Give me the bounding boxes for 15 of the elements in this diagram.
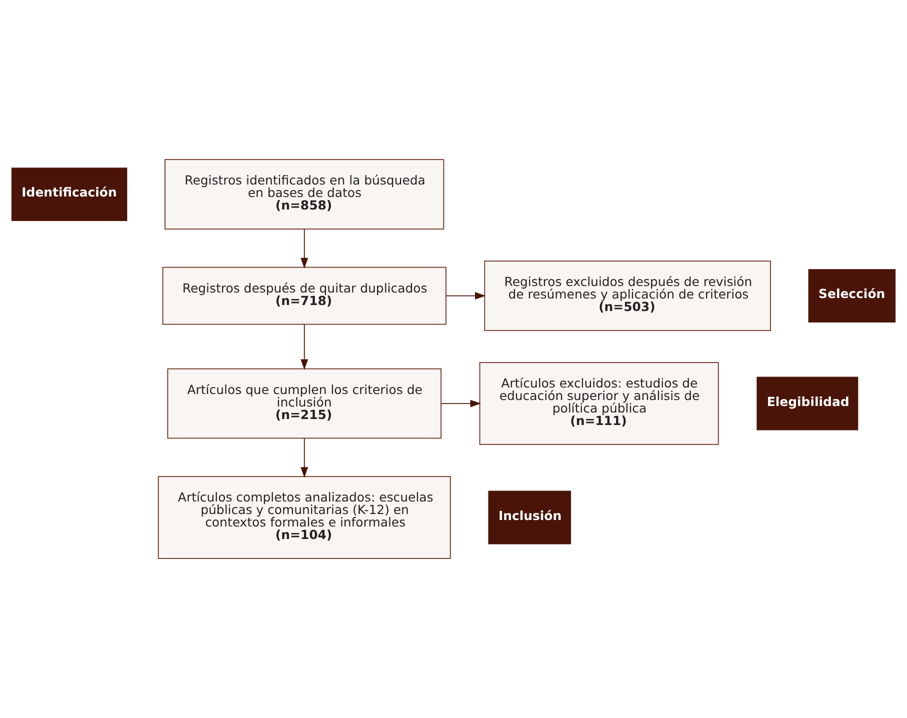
arrow xyxy=(300,438,308,478)
node-box: Registros después de quitar duplicados (n=718) xyxy=(162,266,446,325)
node-box: Elegibilidad xyxy=(756,376,858,430)
node-box: Artículos completos analizados: escuelas públicas y comunitarias (K-12) en contextos formales e informales (n=104) xyxy=(158,476,451,559)
node-box: Selección xyxy=(808,269,896,322)
arrow xyxy=(300,228,308,269)
arrow xyxy=(300,324,308,370)
arrow xyxy=(446,292,486,300)
node-box: Identificación xyxy=(11,168,128,221)
node-box: Artículos que cumplen los criterios de inclusión (n=215) xyxy=(167,368,442,439)
node-box: Registros excluidos después de revisión de resúmenes y aplicación de criterios (n=503) xyxy=(484,260,771,331)
node-box: Registros identificados en la búsqueda en bases de datos (n=858) xyxy=(164,159,444,230)
node-box: Artículos excluidos: estudios de educación superior y análisis de política pública (n=111) xyxy=(479,362,719,445)
node-box: Inclusión xyxy=(488,490,572,544)
arrow xyxy=(440,400,481,408)
